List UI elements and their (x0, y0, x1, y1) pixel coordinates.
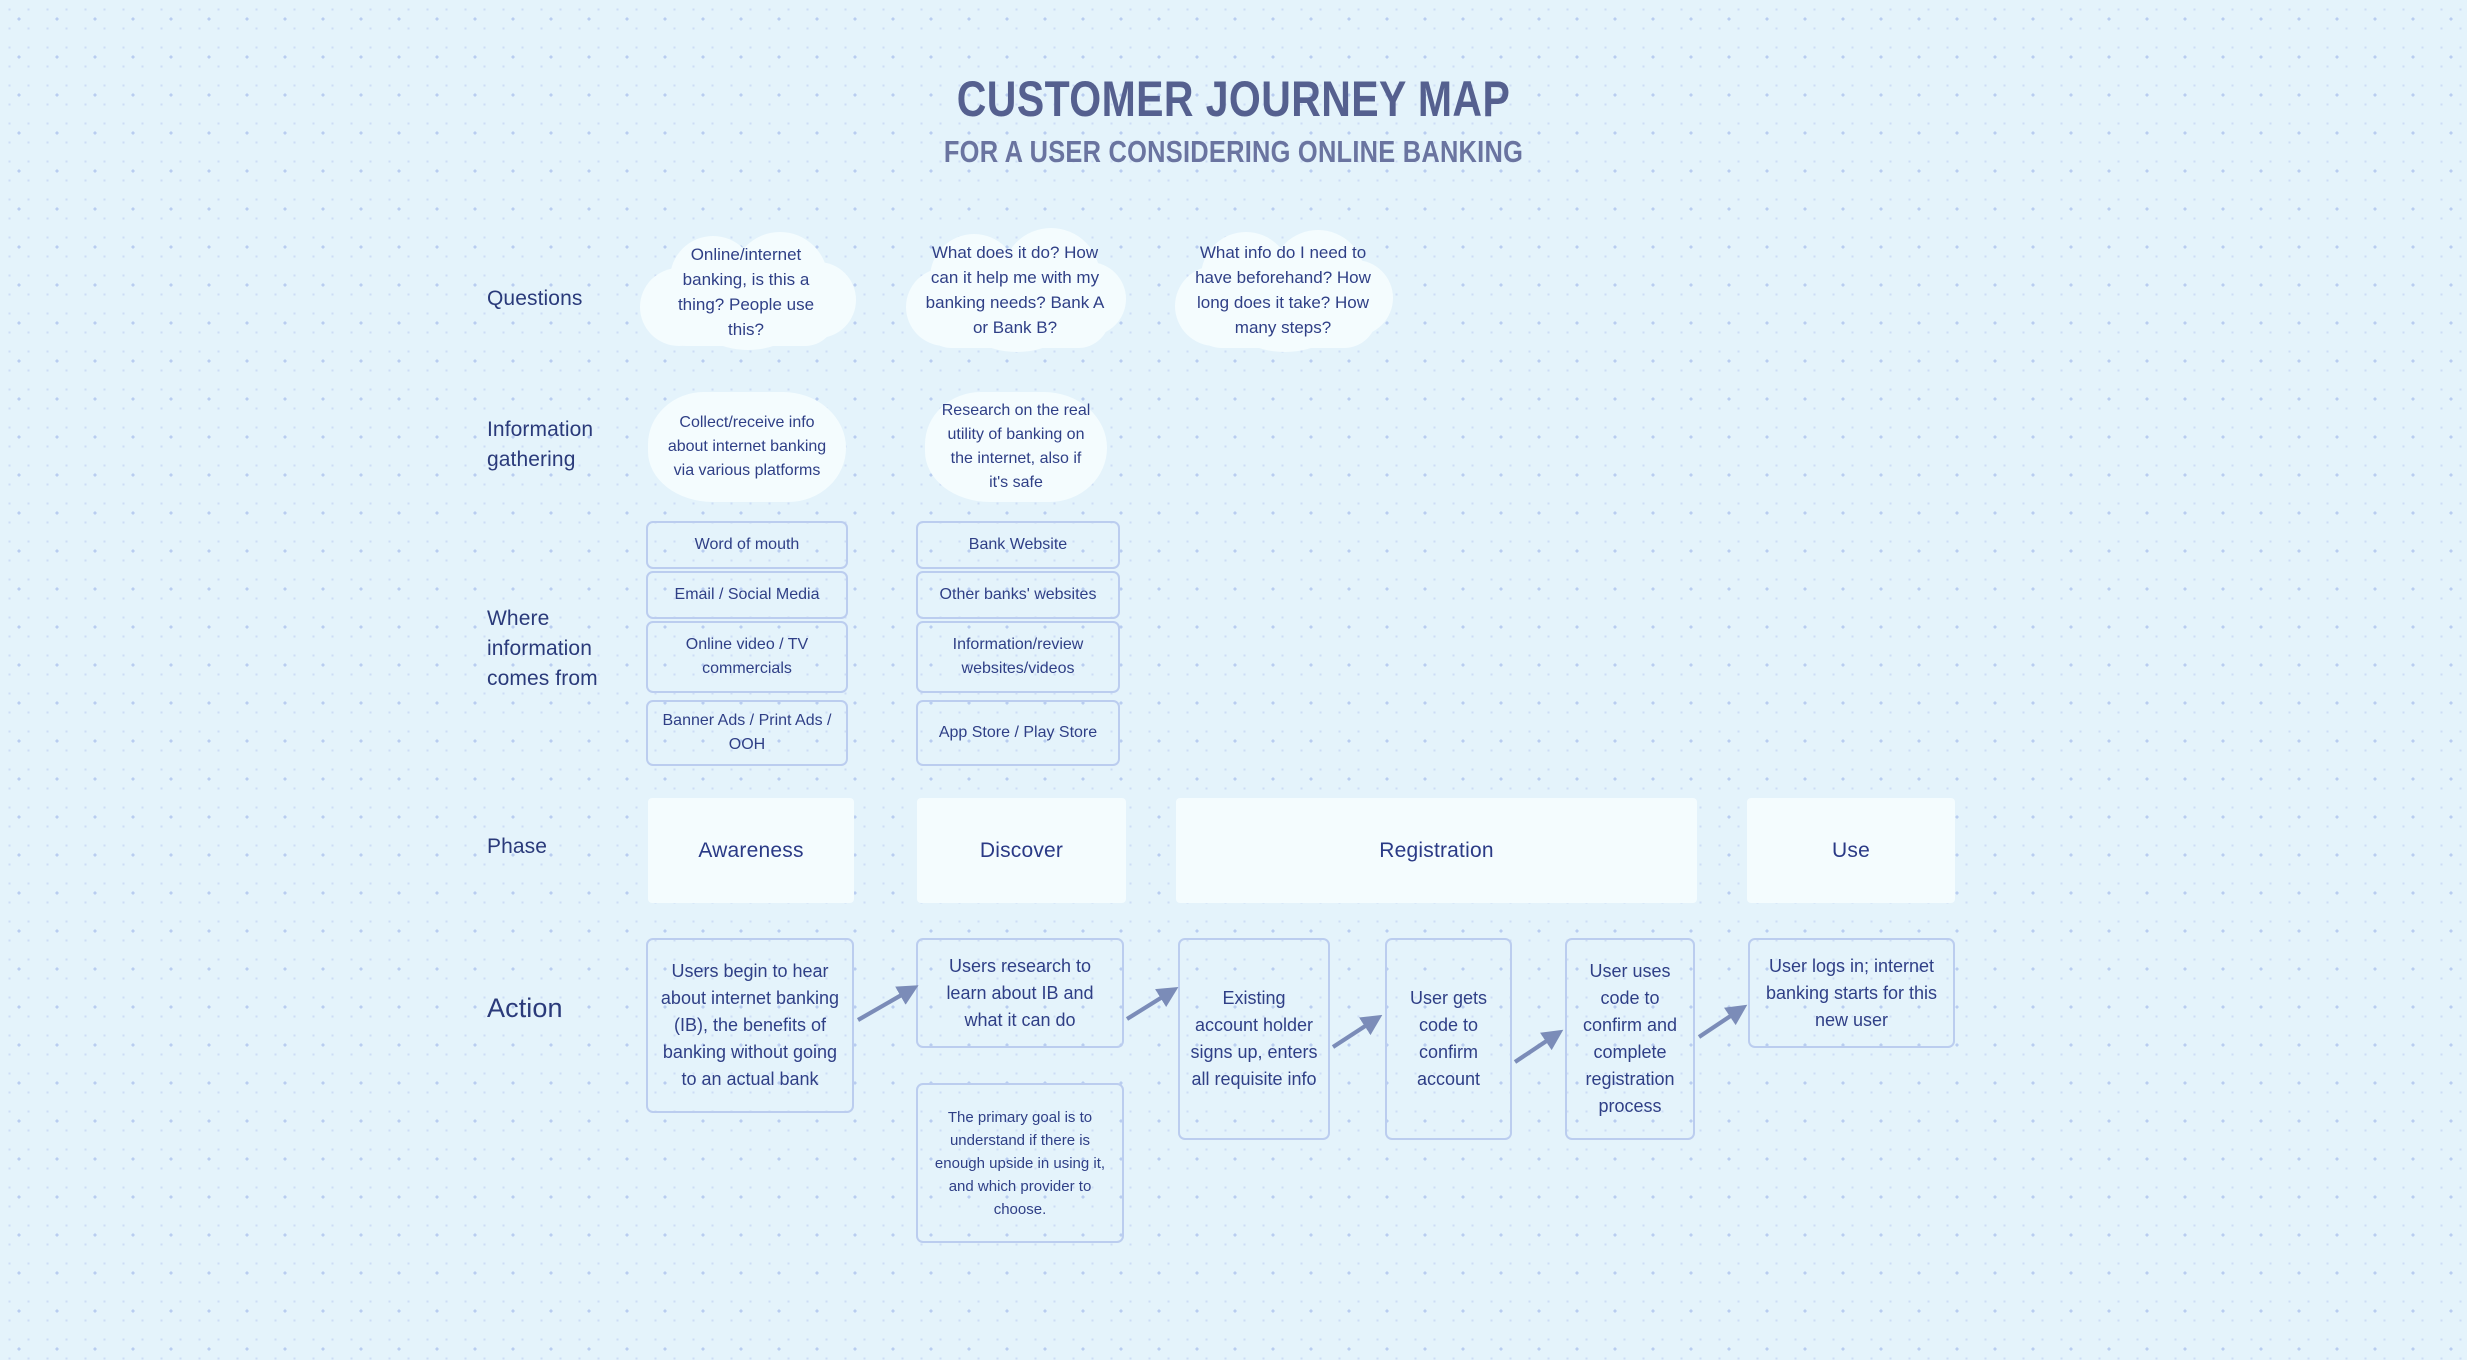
info-source-box[interactable]: Email / Social Media (646, 571, 848, 619)
row-label-where-information: Where information comes from (487, 607, 598, 690)
action-box[interactable]: Existing account holder signs up, enters… (1178, 938, 1330, 1140)
flow-arrow-icon (1125, 987, 1179, 1021)
flow-arrow-icon (1331, 1014, 1383, 1049)
row-label-information-gathering: Information gathering (487, 418, 594, 471)
row-label-action: Action (487, 993, 563, 1023)
information-gathering-blob: Collect/receive info about internet bank… (648, 392, 846, 502)
info-source-label: Information/review websites/videos (952, 636, 1084, 677)
phase-box-use[interactable]: Use (1747, 798, 1955, 903)
question-cloud: What info do I need to have beforehand? … (1175, 228, 1393, 352)
info-source-label: Banner Ads / Print Ads / OOH (662, 712, 832, 753)
action-box[interactable]: User gets code to confirm account (1385, 938, 1512, 1140)
info-source-label: Email / Social Media (674, 586, 820, 603)
action-text: Users research to learn about IB and wha… (946, 955, 1094, 1030)
cloud-shape (1175, 228, 1393, 352)
action-note-box[interactable]: The primary goal is to understand if the… (916, 1083, 1124, 1243)
action-text: User logs in; internet banking starts fo… (1765, 955, 1938, 1030)
info-source-box[interactable]: App Store / Play Store (916, 700, 1120, 766)
info-source-label: Other banks' websites (939, 586, 1097, 603)
info-source-box[interactable]: Other banks' websites (916, 571, 1120, 619)
information-gathering-blob: Research on the real utility of banking … (925, 392, 1107, 502)
info-source-label: Bank Website (968, 536, 1068, 553)
action-text: User gets code to confirm account (1409, 988, 1488, 1089)
page-header: CUSTOMER JOURNEY MAP FOR A USER CONSIDER… (0, 74, 2467, 167)
info-source-box[interactable]: Banner Ads / Print Ads / OOH (646, 700, 848, 766)
info-source-box[interactable]: Bank Website (916, 521, 1120, 569)
info-source-label: Online video / TV commercials (685, 636, 809, 677)
page-title: CUSTOMER JOURNEY MAP (956, 71, 1511, 127)
row-label-questions: Questions (487, 287, 583, 310)
flow-arrow-icon (856, 985, 919, 1022)
phase-label: Awareness (698, 838, 804, 862)
phase-box-awareness[interactable]: Awareness (648, 798, 854, 903)
question-cloud-text: What does it do? How can it help me with… (925, 243, 1105, 337)
phase-label: Registration (1379, 838, 1494, 862)
info-source-label: App Store / Play Store (938, 724, 1098, 741)
row-label-phase: Phase (487, 835, 548, 858)
question-cloud-text: Online/internet banking, is this a thing… (677, 245, 815, 339)
flow-arrow-icon (1513, 1029, 1564, 1064)
info-source-box[interactable]: Word of mouth (646, 521, 848, 569)
cloud-shape (906, 228, 1126, 352)
info-source-label: Word of mouth (694, 536, 800, 553)
question-cloud-text: What info do I need to have beforehand? … (1195, 243, 1371, 337)
action-box[interactable]: User uses code to confirm and complete r… (1565, 938, 1695, 1140)
action-box[interactable]: Users begin to hear about internet banki… (646, 938, 854, 1113)
action-text: Existing account holder signs up, enters… (1190, 988, 1318, 1089)
action-box[interactable]: User logs in; internet banking starts fo… (1748, 938, 1955, 1048)
action-box[interactable]: Users research to learn about IB and wha… (916, 938, 1124, 1048)
page-subtitle: FOR A USER CONSIDERING ONLINE BANKING (943, 134, 1524, 169)
action-note-text: The primary goal is to understand if the… (934, 1108, 1106, 1218)
info-source-box[interactable]: Online video / TV commercials (646, 621, 848, 693)
phase-box-registration[interactable]: Registration (1176, 798, 1697, 903)
question-cloud: Online/internet banking, is this a thing… (640, 232, 856, 352)
phase-box-discover[interactable]: Discover (917, 798, 1126, 903)
action-text: Users begin to hear about internet banki… (660, 961, 840, 1089)
phase-label: Use (1832, 838, 1870, 862)
phase-label: Discover (979, 838, 1064, 862)
cloud-shape (640, 232, 856, 352)
information-gathering-text: Research on the real utility of banking … (941, 402, 1091, 491)
flow-arrow-icon (1697, 1004, 1748, 1039)
question-cloud: What does it do? How can it help me with… (906, 228, 1126, 352)
action-text: User uses code to confirm and complete r… (1582, 961, 1678, 1116)
information-gathering-text: Collect/receive info about internet bank… (667, 414, 827, 479)
info-source-box[interactable]: Information/review websites/videos (916, 621, 1120, 693)
